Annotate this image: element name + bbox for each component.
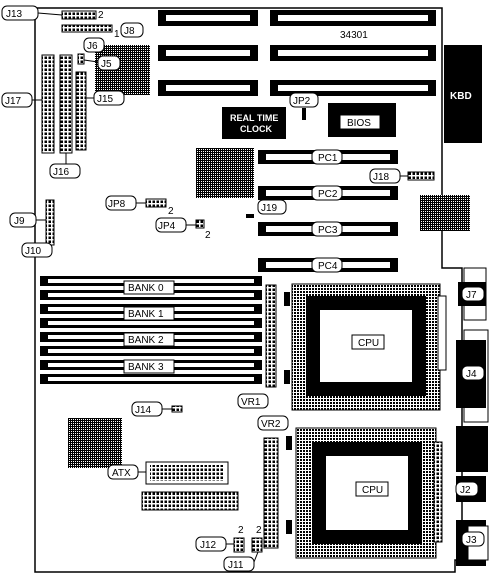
vr1-latch-bottom (284, 370, 290, 384)
pc1-label: PC1 (318, 153, 338, 164)
bank1-label: BANK 1 (128, 309, 164, 320)
j14-label: J14 (135, 405, 152, 416)
j16-label: J16 (53, 167, 70, 178)
j9-label: J9 (14, 216, 25, 227)
j5-label: J5 (101, 59, 112, 70)
atx-label: ATX (112, 468, 131, 479)
kbd-connector (444, 45, 482, 143)
pc3-label: PC3 (318, 225, 338, 236)
j12-pin-mark: 2 (238, 525, 244, 536)
j8-label: J8 (124, 26, 135, 37)
j19-header (246, 214, 254, 218)
j16-header (59, 54, 73, 154)
j14-header (171, 405, 183, 413)
rtc-label-1: REAL TIME (230, 113, 278, 123)
jp4-pin-mark: 2 (205, 230, 211, 241)
chipset-chip-3 (420, 195, 470, 231)
jp2-jumper (302, 108, 306, 120)
j7-label: J7 (466, 290, 477, 301)
bank0-label: BANK 0 (128, 283, 164, 294)
jp4-label: JP4 (158, 221, 176, 232)
j11-label: J11 (228, 560, 244, 571)
j15-header (75, 71, 87, 151)
jp8-jumper (145, 198, 167, 208)
j8-pin-mark: 1 (114, 29, 120, 40)
jp8-pin-mark: 2 (168, 206, 174, 217)
j3-label: J3 (466, 535, 477, 546)
jp4-jumper (195, 219, 205, 229)
vr1-label: VR1 (241, 397, 261, 408)
j8-header (61, 24, 113, 33)
floppy-ide-header (141, 491, 239, 511)
j4-label: J4 (466, 369, 477, 380)
j15-label: J15 (97, 94, 114, 105)
j18-label: J18 (373, 172, 390, 183)
j6-label: J6 (87, 41, 98, 52)
bank2-label: BANK 2 (128, 335, 164, 346)
cpu1-lever (437, 295, 447, 371)
kbd-label: KBD (450, 91, 472, 102)
pc2-label: PC2 (318, 189, 338, 200)
j2-label: J2 (460, 485, 471, 496)
chipset-chip-2 (196, 148, 254, 198)
j12-label: J12 (200, 540, 217, 551)
vr1-latch-top (284, 292, 290, 306)
cpu2-label: CPU (362, 485, 383, 496)
jp8-label: JP8 (108, 199, 126, 210)
j9-j10-header (45, 199, 55, 246)
j13-pin-mark: 2 (98, 10, 104, 21)
chipset-chip-4 (68, 418, 122, 468)
ps2-connector (456, 426, 488, 472)
j5-header (77, 53, 85, 65)
j19-label: J19 (261, 203, 278, 214)
isa-slots (158, 10, 436, 96)
bank3-label: BANK 3 (128, 362, 164, 373)
vr2-label: VR2 (261, 419, 281, 430)
j12-header (233, 537, 245, 553)
j11-pin-mark: 2 (256, 525, 262, 536)
callouts: J13 2 1 J8 J6 J5 J17 J15 J16 JP2 PC1 PC2… (1, 5, 485, 572)
cpu2-lever (433, 441, 443, 543)
pc4-label: PC4 (318, 261, 338, 272)
j13-header (61, 10, 97, 20)
jp2-label: JP2 (293, 96, 311, 107)
vr2-header (263, 437, 279, 549)
part-number: 34301 (340, 30, 368, 41)
rtc-label-2: CLOCK (240, 124, 272, 134)
vr2-latch-bottom (286, 520, 292, 534)
real-time-clock (222, 107, 286, 139)
vr2-latch-top (286, 436, 292, 450)
atx-pins (150, 465, 224, 481)
j17-label: J17 (5, 96, 22, 107)
j18-header (407, 171, 435, 181)
vr1-header (265, 284, 277, 388)
j13-label: J13 (6, 9, 23, 20)
j10-label: J10 (25, 246, 42, 257)
j11-header (251, 537, 263, 553)
bios-label: BIOS (347, 118, 371, 129)
bios-chip (339, 114, 381, 130)
cpu1-label: CPU (358, 338, 379, 349)
j17-header (41, 54, 55, 154)
